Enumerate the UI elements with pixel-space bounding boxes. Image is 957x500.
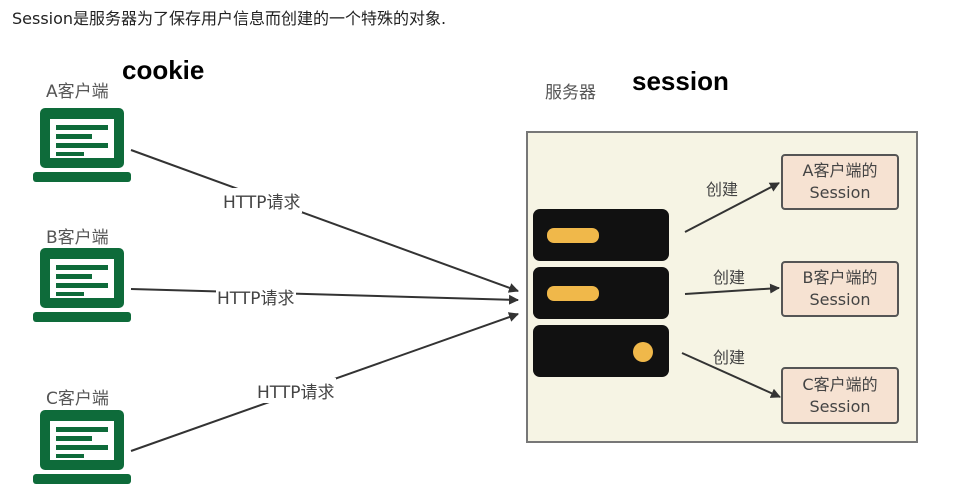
http-arrow-b: [130, 288, 519, 305]
laptop-icon: [33, 248, 131, 322]
create-label: 创建: [713, 268, 746, 287]
http-request-label: HTTP请求: [256, 378, 336, 403]
laptop-icon: [33, 108, 131, 182]
laptop-icon: [33, 410, 131, 484]
session-box-subtitle: Session: [809, 290, 871, 309]
create-arrow-b: [684, 283, 780, 295]
session-box-title: B客户端的: [802, 268, 878, 288]
session-box-title: A客户端的: [802, 161, 878, 181]
session-box-subtitle: Session: [809, 183, 871, 202]
create-label: 创建: [713, 348, 746, 367]
http-arrow-a: [130, 149, 519, 293]
create-arrow-c: [681, 352, 781, 398]
client-a-label: A客户端: [46, 82, 109, 102]
cookie-annotation: cookie: [122, 55, 205, 85]
client-c-label: C客户端: [46, 389, 109, 409]
create-arrow-a: [684, 182, 780, 233]
session-annotation: session: [632, 66, 729, 96]
intro-text: Session是服务器为了保存用户信息而创建的一个特殊的对象.: [12, 9, 447, 28]
session-box-c: C客户端的 Session: [781, 367, 899, 424]
client-b-label: B客户端: [46, 228, 109, 248]
session-box-title: C客户端的: [802, 374, 878, 394]
http-request-label: HTTP请求: [222, 188, 302, 213]
session-box-subtitle: Session: [809, 396, 871, 416]
create-label: 创建: [706, 180, 739, 199]
http-request-label: HTTP请求: [216, 284, 296, 309]
server-icon: [533, 209, 669, 377]
server-label: 服务器: [545, 83, 596, 103]
session-box-b: B客户端的 Session: [781, 261, 899, 317]
session-box-a: A客户端的 Session: [781, 154, 899, 210]
